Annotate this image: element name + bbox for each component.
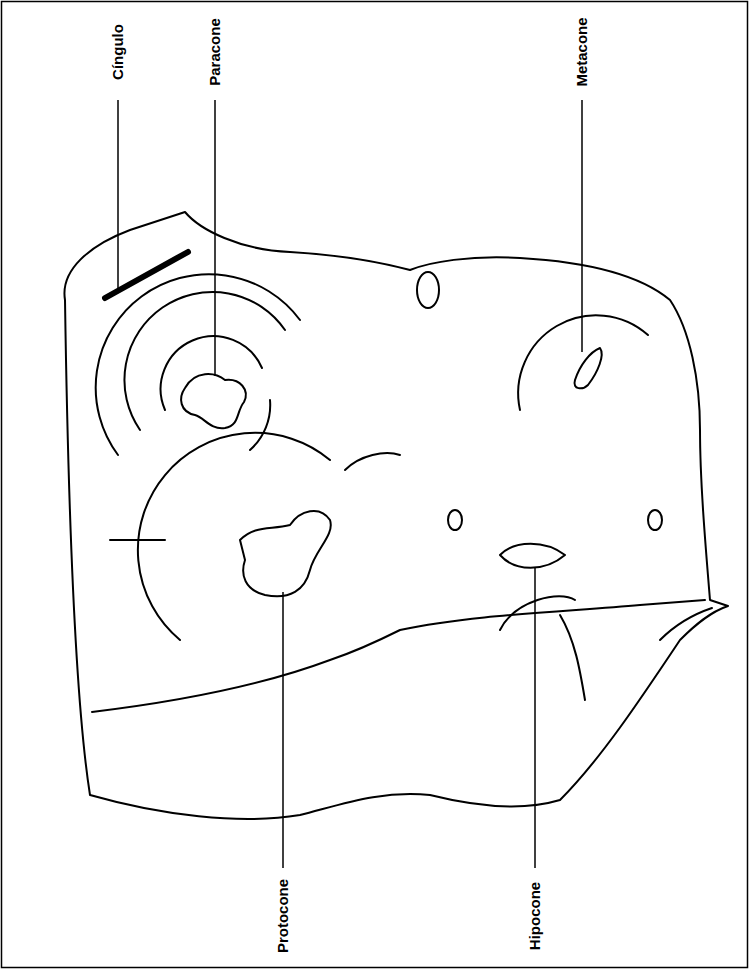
part-label: Metacone bbox=[573, 15, 591, 88]
metacone-facet bbox=[574, 348, 601, 388]
tooth-outline bbox=[64, 212, 728, 819]
protocone-facet bbox=[240, 511, 331, 596]
part-label: Hipocone bbox=[526, 880, 544, 952]
part-label: Protocone bbox=[274, 877, 292, 955]
leader-line bbox=[117, 100, 119, 288]
groove-line bbox=[345, 453, 400, 470]
leader-line bbox=[282, 592, 284, 868]
cusp-ridge bbox=[124, 292, 285, 430]
groove-line bbox=[560, 615, 585, 700]
cusp-ridge bbox=[518, 315, 648, 410]
cusp-ridge bbox=[250, 400, 270, 450]
lingual-line bbox=[92, 600, 705, 712]
part-label: Cíngulo bbox=[109, 22, 127, 82]
cusp-ridge bbox=[138, 433, 330, 640]
hipocone-facet bbox=[500, 544, 565, 568]
part-label: Paracone bbox=[206, 16, 224, 88]
paracone-facet bbox=[181, 374, 246, 428]
cusp-bump bbox=[417, 272, 439, 308]
cusp-ridge bbox=[96, 274, 300, 455]
leader-line bbox=[534, 568, 536, 868]
cusp-ridge bbox=[500, 596, 575, 630]
cusp-ridge bbox=[161, 336, 262, 410]
cusp-pit bbox=[448, 510, 462, 530]
leader-line bbox=[214, 100, 216, 376]
leader-line bbox=[581, 100, 583, 352]
groove-line bbox=[660, 608, 712, 640]
cusp-pit bbox=[648, 510, 662, 530]
